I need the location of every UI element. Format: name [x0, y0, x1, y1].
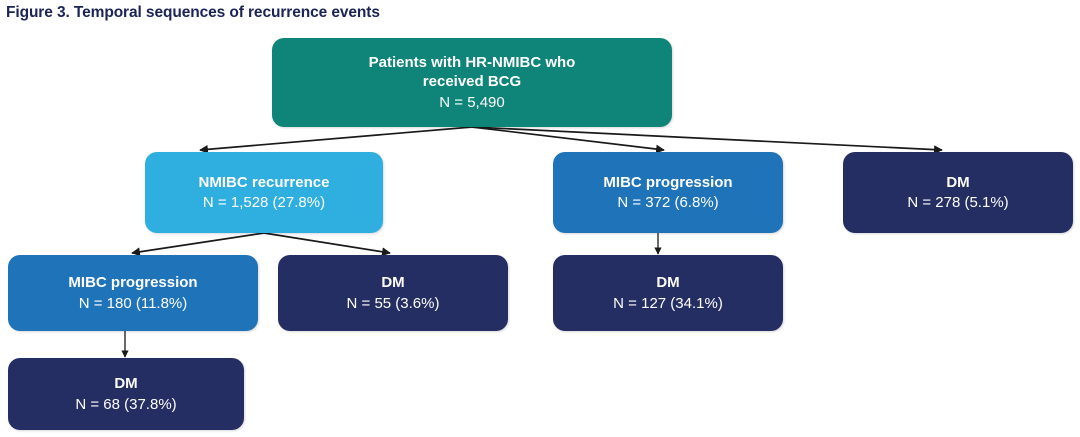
node-dm-after-nmibc-mibc[interactable]: DM N = 68 (37.8%)	[8, 358, 244, 430]
node-dm-direct-count: N = 278 (5.1%)	[907, 194, 1009, 211]
node-dm-after-mibc[interactable]: DM N = 127 (34.1%)	[553, 255, 783, 331]
node-dm-after-nmibc-mibc-label: DM	[114, 375, 138, 393]
node-dm-after-nmibc[interactable]: DM N = 55 (3.6%)	[278, 255, 508, 331]
node-dm-after-nmibc-mibc-count: N = 68 (37.8%)	[75, 395, 177, 413]
node-dm-direct-label: DM	[946, 173, 970, 191]
edge-nmibc-to-dm	[263, 232, 391, 257]
node-mibc-progression[interactable]: MIBC progression N = 372 (6.8%)	[553, 152, 783, 233]
edge-root-to-nmibc	[199, 126, 473, 154]
node-mibc-progression-label: MIBC progression	[603, 173, 733, 191]
edge-nmibc-to-mibc	[131, 232, 265, 257]
node-dm-direct[interactable]: DM N = 278 (5.1%)	[843, 152, 1073, 233]
figure-title: Figure 3. Temporal sequences of recurren…	[6, 4, 380, 21]
node-root-label: Patients with HR-NMIBC who received BCG	[368, 54, 576, 91]
node-mibc-after-nmibc-count: N = 180 (11.8%)	[78, 294, 188, 312]
node-root[interactable]: Patients with HR-NMIBC who received BCG …	[272, 38, 672, 127]
node-dm-after-mibc-count: N = 127 (34.1%)	[613, 294, 723, 312]
node-root-count: N = 5,490	[439, 93, 505, 111]
node-mibc-after-nmibc[interactable]: MIBC progression N = 180 (11.8%)	[8, 255, 258, 331]
edge-root-to-mibc	[471, 126, 665, 154]
node-dm-after-mibc-label: DM	[656, 274, 680, 292]
node-mibc-progression-count: N = 372 (6.8%)	[617, 194, 719, 211]
node-dm-after-nmibc-count: N = 55 (3.6%)	[346, 294, 440, 312]
node-nmibc-recurrence-label: NMIBC recurrence	[198, 173, 330, 191]
node-dm-after-nmibc-label: DM	[381, 274, 405, 292]
node-nmibc-recurrence[interactable]: NMIBC recurrence N = 1,528 (27.8%)	[145, 152, 383, 233]
node-nmibc-recurrence-count: N = 1,528 (27.8%)	[202, 194, 326, 211]
edge-root-to-dm	[471, 126, 943, 155]
node-mibc-after-nmibc-label: MIBC progression	[68, 274, 198, 292]
